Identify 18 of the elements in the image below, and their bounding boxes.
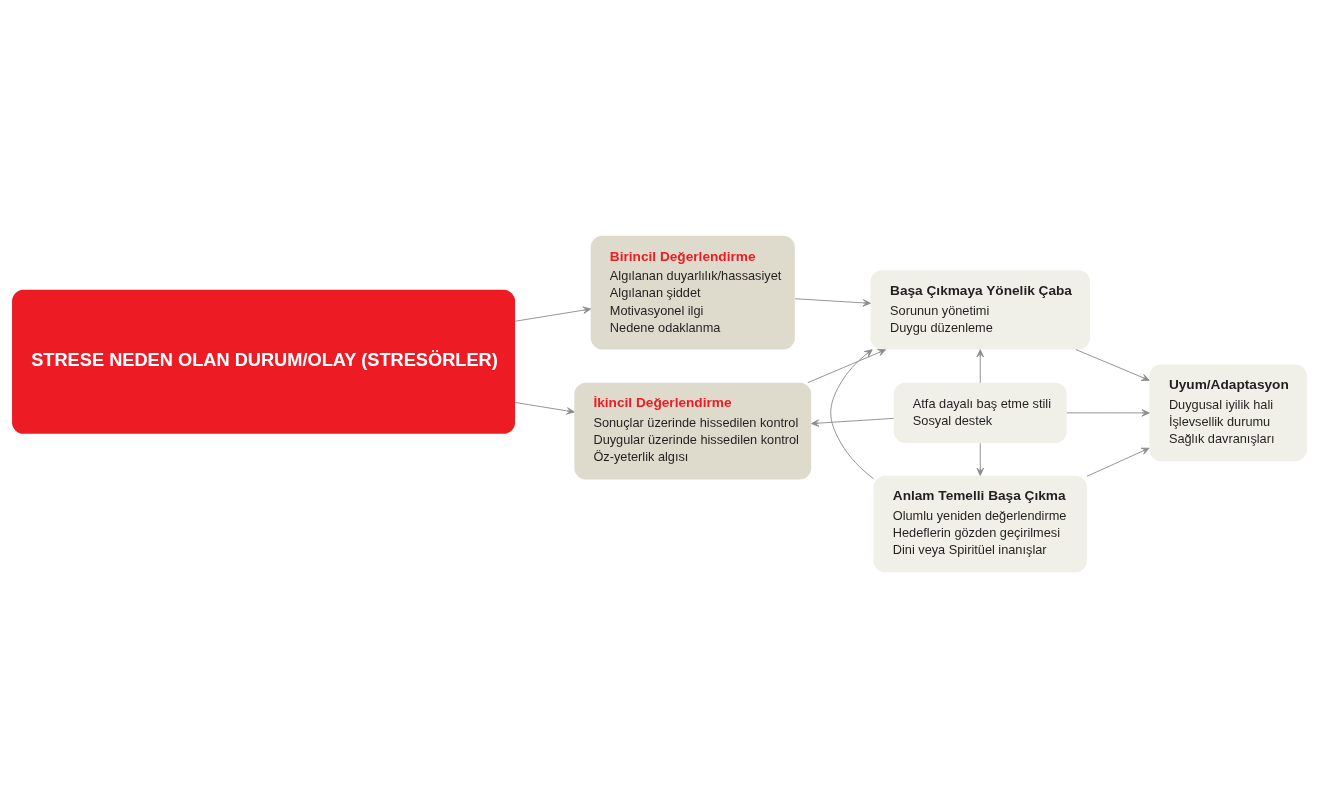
arrow (811, 417, 895, 427)
arrow (794, 297, 871, 307)
arrow (1075, 348, 1150, 381)
arrow (830, 348, 875, 479)
arrow (514, 305, 592, 322)
arrow (976, 348, 984, 383)
arrow (976, 442, 984, 476)
node-box: Başa Çıkmaya Yönelik Çaba Sorunun yönetimi Duygu düzenleme (870, 269, 1091, 350)
node-box: Birincil Değerlendirme Algılanan duyarlılık/hassasiyet Algılanan şiddet Motivasyonel ilgi Nedene odaklanma (590, 235, 795, 350)
node-box: Atfa dayalı baş etme stili Sosyal destek (893, 382, 1067, 443)
arrow (807, 348, 886, 383)
node-box: STRESE NEDEN OLAN DURUM/OLAY (STRESÖRLER) (12, 289, 516, 434)
arrow (514, 401, 575, 415)
arrow (1066, 408, 1150, 417)
node-box: İkincil Değerlendirme Sonuçlar üzerinde hissedilen kontrol Duygular üzerinde hissedilen kontrol Öz-yeterlik algısı (574, 382, 812, 479)
arrow (1086, 447, 1150, 477)
node-box: Anlam Temelli Başa Çıkma Olumlu yeniden değerlendirme Hedeflerin gözden geçirilmesi Dini veya Spiritüel inanışlar (873, 475, 1087, 572)
node-box: Uyum/Adaptasyon Duygusal iyilik hali İşlevsellik durumu Sağlık davranışları (1149, 364, 1307, 461)
